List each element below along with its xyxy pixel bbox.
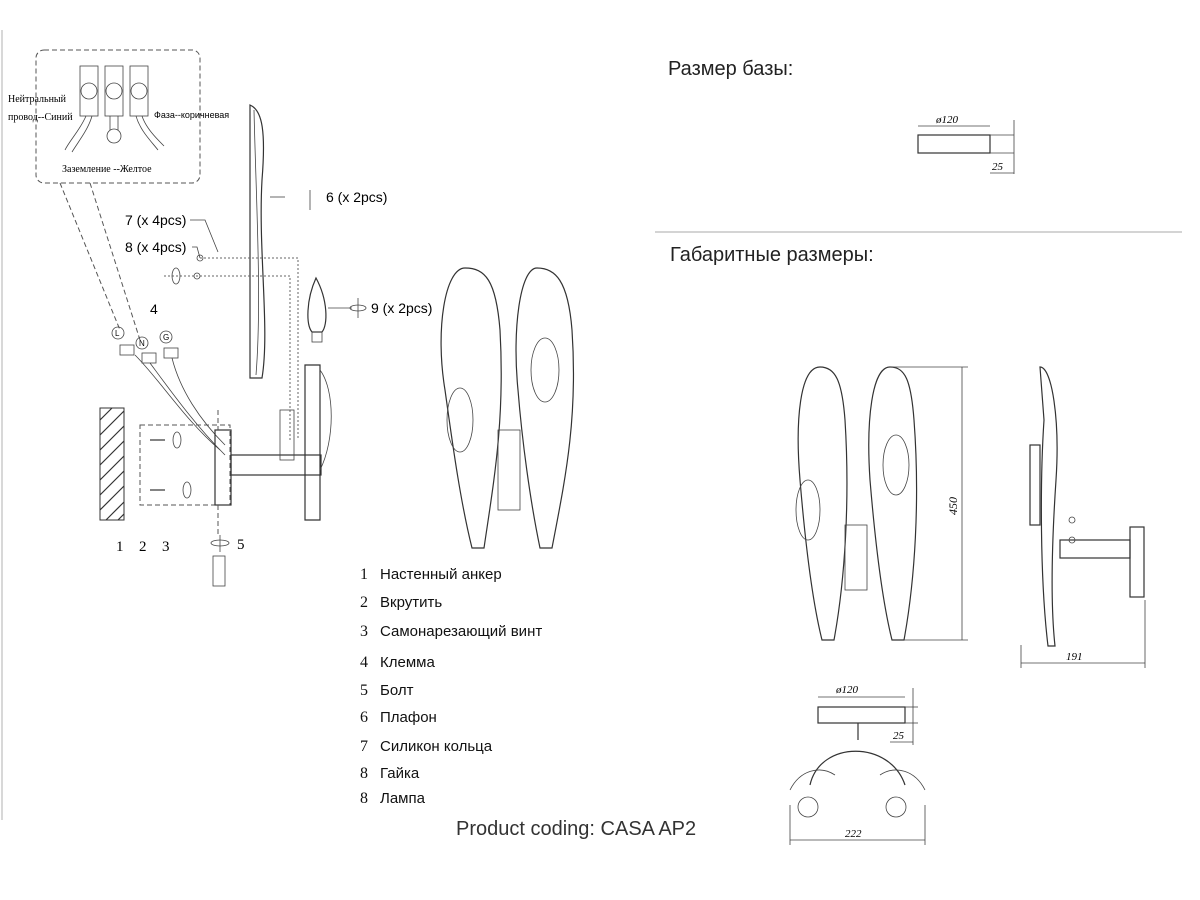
legend-num: 2 [360, 594, 368, 611]
front-view-center [440, 267, 575, 549]
overall-side-view: 191 [1020, 366, 1146, 668]
callout-4: 4 [150, 301, 158, 317]
exploded-view: 6 (x 2pcs) 7 (x 4pcs) 8 (x 4pcs) 9 (x 2p… [99, 104, 432, 587]
base-height: 25 [992, 161, 1004, 173]
legend-label: Вкрутить [380, 594, 443, 611]
overall-top-view: ø120 25 222 [789, 684, 926, 845]
legend-num: 8 [360, 790, 368, 807]
callout-3: 3 [162, 539, 170, 555]
legend-num: 8 [360, 765, 368, 782]
legend-item: 8 Лампа [360, 790, 425, 808]
legend-num: 6 [360, 709, 368, 726]
legend-label: Лампа [380, 790, 425, 807]
callout-5: 5 [237, 537, 245, 553]
ground-label: Заземление --Желтое [62, 164, 152, 175]
overall-front-view: 450 [795, 366, 968, 641]
wiring-inset: Нейтральный провод--Синий Фаза--коричнев… [8, 49, 229, 341]
neutral-label-2: провод--Синий [8, 112, 73, 123]
callout-7: 7 (x 4pcs) [125, 212, 186, 228]
overall-width: 222 [845, 828, 862, 840]
base-size-heading: Размер базы: [668, 58, 794, 80]
legend-label: Плафон [380, 709, 437, 726]
callout-6: 6 (x 2pcs) [326, 189, 387, 205]
base-size-drawing: ø120 25 [917, 114, 1015, 174]
top-base-height: 25 [893, 730, 905, 742]
overall-depth: 191 [1066, 651, 1083, 663]
legend-label: Гайка [380, 765, 420, 782]
terminal-l: L [115, 329, 120, 338]
callout-9: 9 (x 2pcs) [371, 300, 432, 316]
terminal-n: N [139, 339, 145, 348]
legend-item: 3 Самонарезающий винт [360, 623, 542, 641]
legend-label: Клемма [380, 654, 435, 671]
legend-label: Болт [380, 682, 414, 699]
legend-num: 1 [360, 566, 368, 583]
legend-item: 8 Гайка [360, 765, 419, 783]
product-coding: Product coding: CASA AP2 [456, 818, 697, 840]
legend-item: 4 Клемма [360, 654, 435, 672]
legend-item: 6 Плафон [360, 709, 437, 727]
legend-num: 3 [360, 623, 368, 640]
base-diameter: ø120 [935, 114, 959, 126]
overall-size-heading: Габаритные размеры: [670, 244, 874, 266]
legend-num: 7 [360, 738, 368, 755]
neutral-label-1: Нейтральный [8, 94, 67, 105]
legend-item: 5 Болт [360, 682, 413, 700]
legend-num: 5 [360, 682, 368, 699]
top-base-diameter: ø120 [835, 684, 859, 696]
legend-item: 2 Вкрутить [360, 594, 442, 612]
legend-item: 1 Настенный анкер [360, 566, 502, 584]
overall-height: 450 [946, 497, 960, 515]
legend-label: Самонарезающий винт [380, 623, 543, 640]
callout-2: 2 [139, 539, 147, 555]
callout-1: 1 [116, 539, 124, 555]
phase-label: Фаза--коричневая [154, 110, 229, 120]
terminal-g: G [163, 333, 169, 342]
legend-num: 4 [360, 654, 368, 671]
callout-8: 8 (x 4pcs) [125, 239, 186, 255]
legend-item: 7 Силикон кольца [360, 738, 492, 756]
legend-label: Силикон кольца [380, 738, 493, 755]
legend-label: Настенный анкер [380, 566, 502, 583]
